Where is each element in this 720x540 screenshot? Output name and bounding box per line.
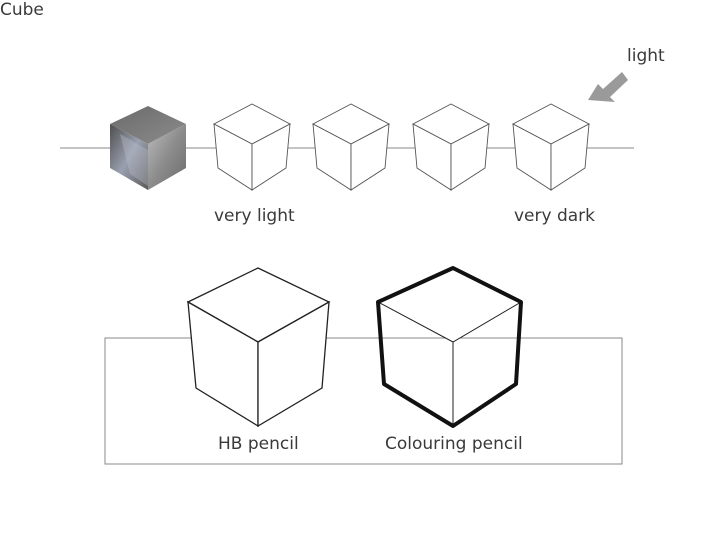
- shaded-cube: [110, 106, 186, 190]
- scale-end-label: very dark: [514, 206, 596, 226]
- pencil-comparison-frame: [104, 337, 623, 465]
- arrow-down-left-icon: [588, 72, 628, 102]
- hb-pencil-cube: [186, 267, 331, 428]
- outline-cube: [512, 103, 590, 191]
- hb-pencil-label: HB pencil: [218, 434, 299, 454]
- outline-cube: [412, 103, 490, 191]
- light-label: light: [627, 46, 665, 66]
- colouring-pencil-cube: [376, 266, 523, 428]
- scale-start-label: very light: [214, 206, 295, 226]
- outline-cube: [213, 103, 291, 191]
- outline-cube: [312, 103, 390, 191]
- page-title: Cube: [0, 0, 44, 20]
- colouring-pencil-label: Colouring pencil: [385, 434, 523, 454]
